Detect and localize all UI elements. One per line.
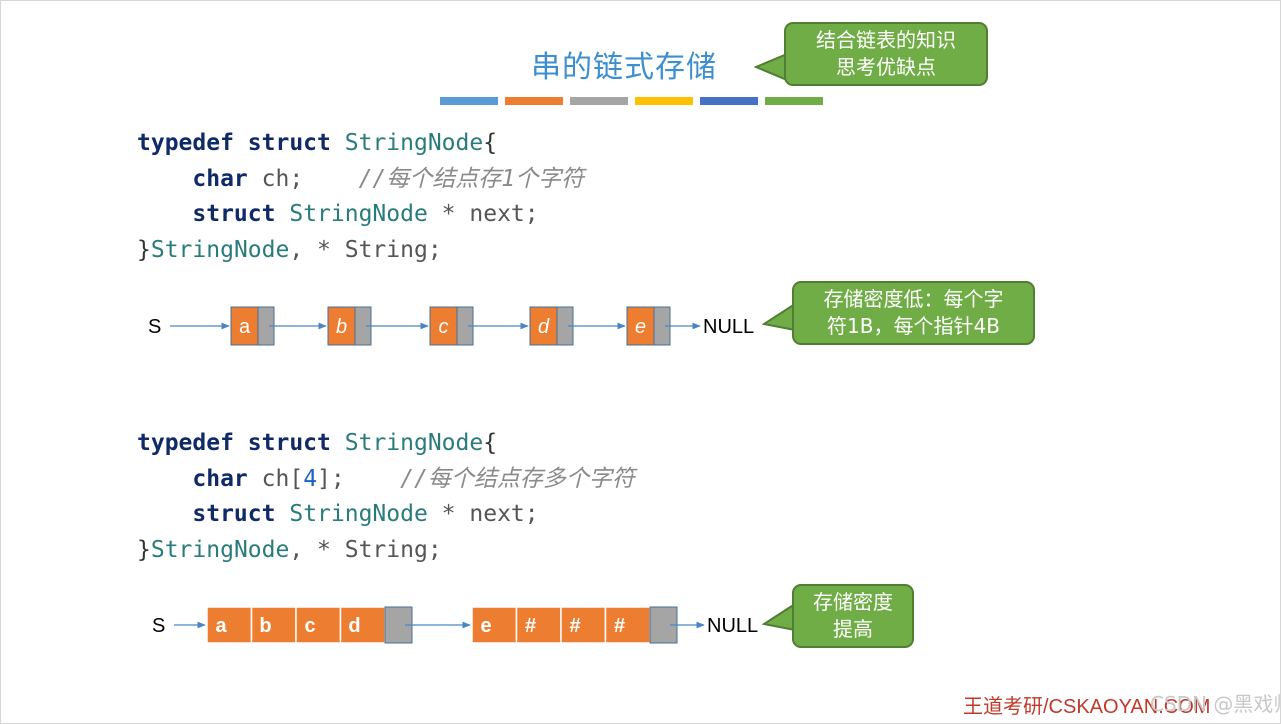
code2-close-brace: } [137, 536, 151, 563]
code2-line-4: }StringNode, * String; [137, 533, 635, 569]
color-bar-segment [765, 97, 823, 105]
code2-line-1: typedef struct StringNode{ [137, 426, 635, 462]
code1-comment-a: //每个结点存 [358, 165, 502, 192]
code1-kw-struct: struct [247, 130, 331, 156]
watermark-overlay: CSDN @黑戏师 [1150, 692, 1281, 716]
list2-node-char: c [304, 615, 315, 637]
code-block-1: typedef struct StringNode{ char ch; //每个… [137, 126, 584, 268]
list1-node-data [230, 306, 259, 346]
code2-line-3: struct StringNode * next; [137, 497, 635, 533]
list2-head-label: S [152, 615, 165, 637]
code2-kw-struct-2: struct [192, 501, 276, 527]
code1-line-1: typedef struct StringNode{ [137, 126, 584, 162]
list2-null-label: NULL [707, 615, 758, 637]
callout-mid-line-2: 符1B，每个指针4B [827, 314, 1000, 338]
code2-next-field: * next; [427, 501, 539, 527]
list1-node-char: b [336, 316, 347, 338]
list2-node-char: e [480, 615, 491, 637]
color-bar-segment [505, 97, 563, 105]
list2-node-cell [515, 606, 562, 644]
code2-next-type: StringNode [289, 501, 428, 527]
callout-bottom: 存储密度提高 [792, 584, 914, 648]
code2-kw-typedef: typedef [137, 430, 234, 456]
code1-comment-num: 1 [501, 165, 516, 192]
color-bar-segment [570, 97, 628, 105]
code2-field-ch: ch[ [261, 465, 304, 492]
list2-node-char: b [259, 615, 271, 637]
list2-node-cell [604, 606, 651, 644]
code2-alias-type: StringNode [150, 536, 290, 563]
list1-node-data [529, 306, 558, 346]
code1-line-4: }StringNode, * String; [137, 233, 584, 269]
list2-node-char: a [215, 615, 227, 637]
code2-line-2: char ch[4]; //每个结点存多个字符 [137, 462, 635, 498]
list2-node-char: d [348, 615, 360, 637]
code2-struct-name: StringNode [344, 430, 484, 456]
code1-field-ch: ch; [261, 165, 304, 192]
code2-kw-struct: struct [247, 430, 331, 456]
callout-bottom-line-2: 提高 [833, 617, 873, 641]
list2-node-cell [295, 606, 342, 644]
code-block-2: typedef struct StringNode{ char ch[4]; /… [137, 426, 635, 568]
list1-node-char: a [239, 316, 251, 338]
list1-null-label: NULL [703, 316, 754, 338]
code1-line-3: struct StringNode * next; [137, 197, 584, 233]
code1-next-field: * next; [427, 201, 539, 227]
code1-kw-char: char [192, 165, 248, 192]
code1-kw-typedef: typedef [137, 130, 234, 156]
callout-bottom-tail [762, 602, 796, 632]
callout-top-line-2: 思考优缺点 [836, 55, 936, 79]
code1-alias-rest: , * String; [289, 236, 442, 263]
code1-struct-name: StringNode [344, 130, 484, 156]
list2-node-cell [339, 606, 386, 644]
code2-field-size: 4 [303, 465, 318, 492]
code2-kw-char: char [192, 465, 248, 492]
code1-comment: //每个结点存1个字符 [359, 166, 585, 192]
callout-bottom-line-1: 存储密度 [813, 590, 893, 614]
list2-node-cell [560, 606, 607, 644]
code2-field-end: ]; [317, 465, 345, 492]
callout-mid: 存储密度低：每个字符1B，每个指针4B [792, 281, 1035, 345]
list1-node-data [327, 306, 356, 346]
color-bar-segment [700, 97, 758, 105]
list2-node-cell [471, 606, 518, 644]
code2-comment: //每个结点存多个字符 [400, 465, 635, 492]
list2-node-cell [206, 606, 253, 644]
list1-node-char: e [635, 316, 646, 338]
callout-top-line-1: 结合链表的知识 [816, 28, 956, 52]
code1-open-brace: { [483, 130, 498, 156]
callout-mid-tail [762, 302, 796, 332]
callout-top: 结合链表的知识思考优缺点 [784, 22, 988, 86]
code2-open-brace: { [483, 430, 498, 456]
code1-alias-type: StringNode [150, 236, 290, 263]
code1-close-brace: } [137, 236, 151, 263]
list2-node-char: # [614, 615, 625, 637]
list1-node-char: d [538, 316, 550, 338]
list1-node-data [429, 306, 458, 346]
list1-head-label: S [148, 316, 161, 338]
page-title: 串的链式存储 [531, 50, 717, 85]
list2-node-char: # [525, 615, 536, 637]
callout-mid-line-1: 存储密度低：每个字 [823, 287, 1004, 311]
code1-next-type: StringNode [289, 201, 428, 227]
watermark: 王道考研/CSKAOYAN.COM [963, 696, 1211, 718]
code1-line-2: char ch; //每个结点存1个字符 [137, 162, 584, 198]
code2-alias-rest: , * String; [289, 536, 442, 563]
list2-node-char: # [569, 615, 580, 637]
list2-node-cell [250, 606, 297, 644]
color-bar-segment [440, 97, 498, 105]
code1-comment-b: 个字符 [515, 165, 585, 192]
color-bar-segment [635, 97, 693, 105]
list1-node-char: c [439, 316, 449, 338]
code1-kw-struct-2: struct [192, 201, 276, 227]
